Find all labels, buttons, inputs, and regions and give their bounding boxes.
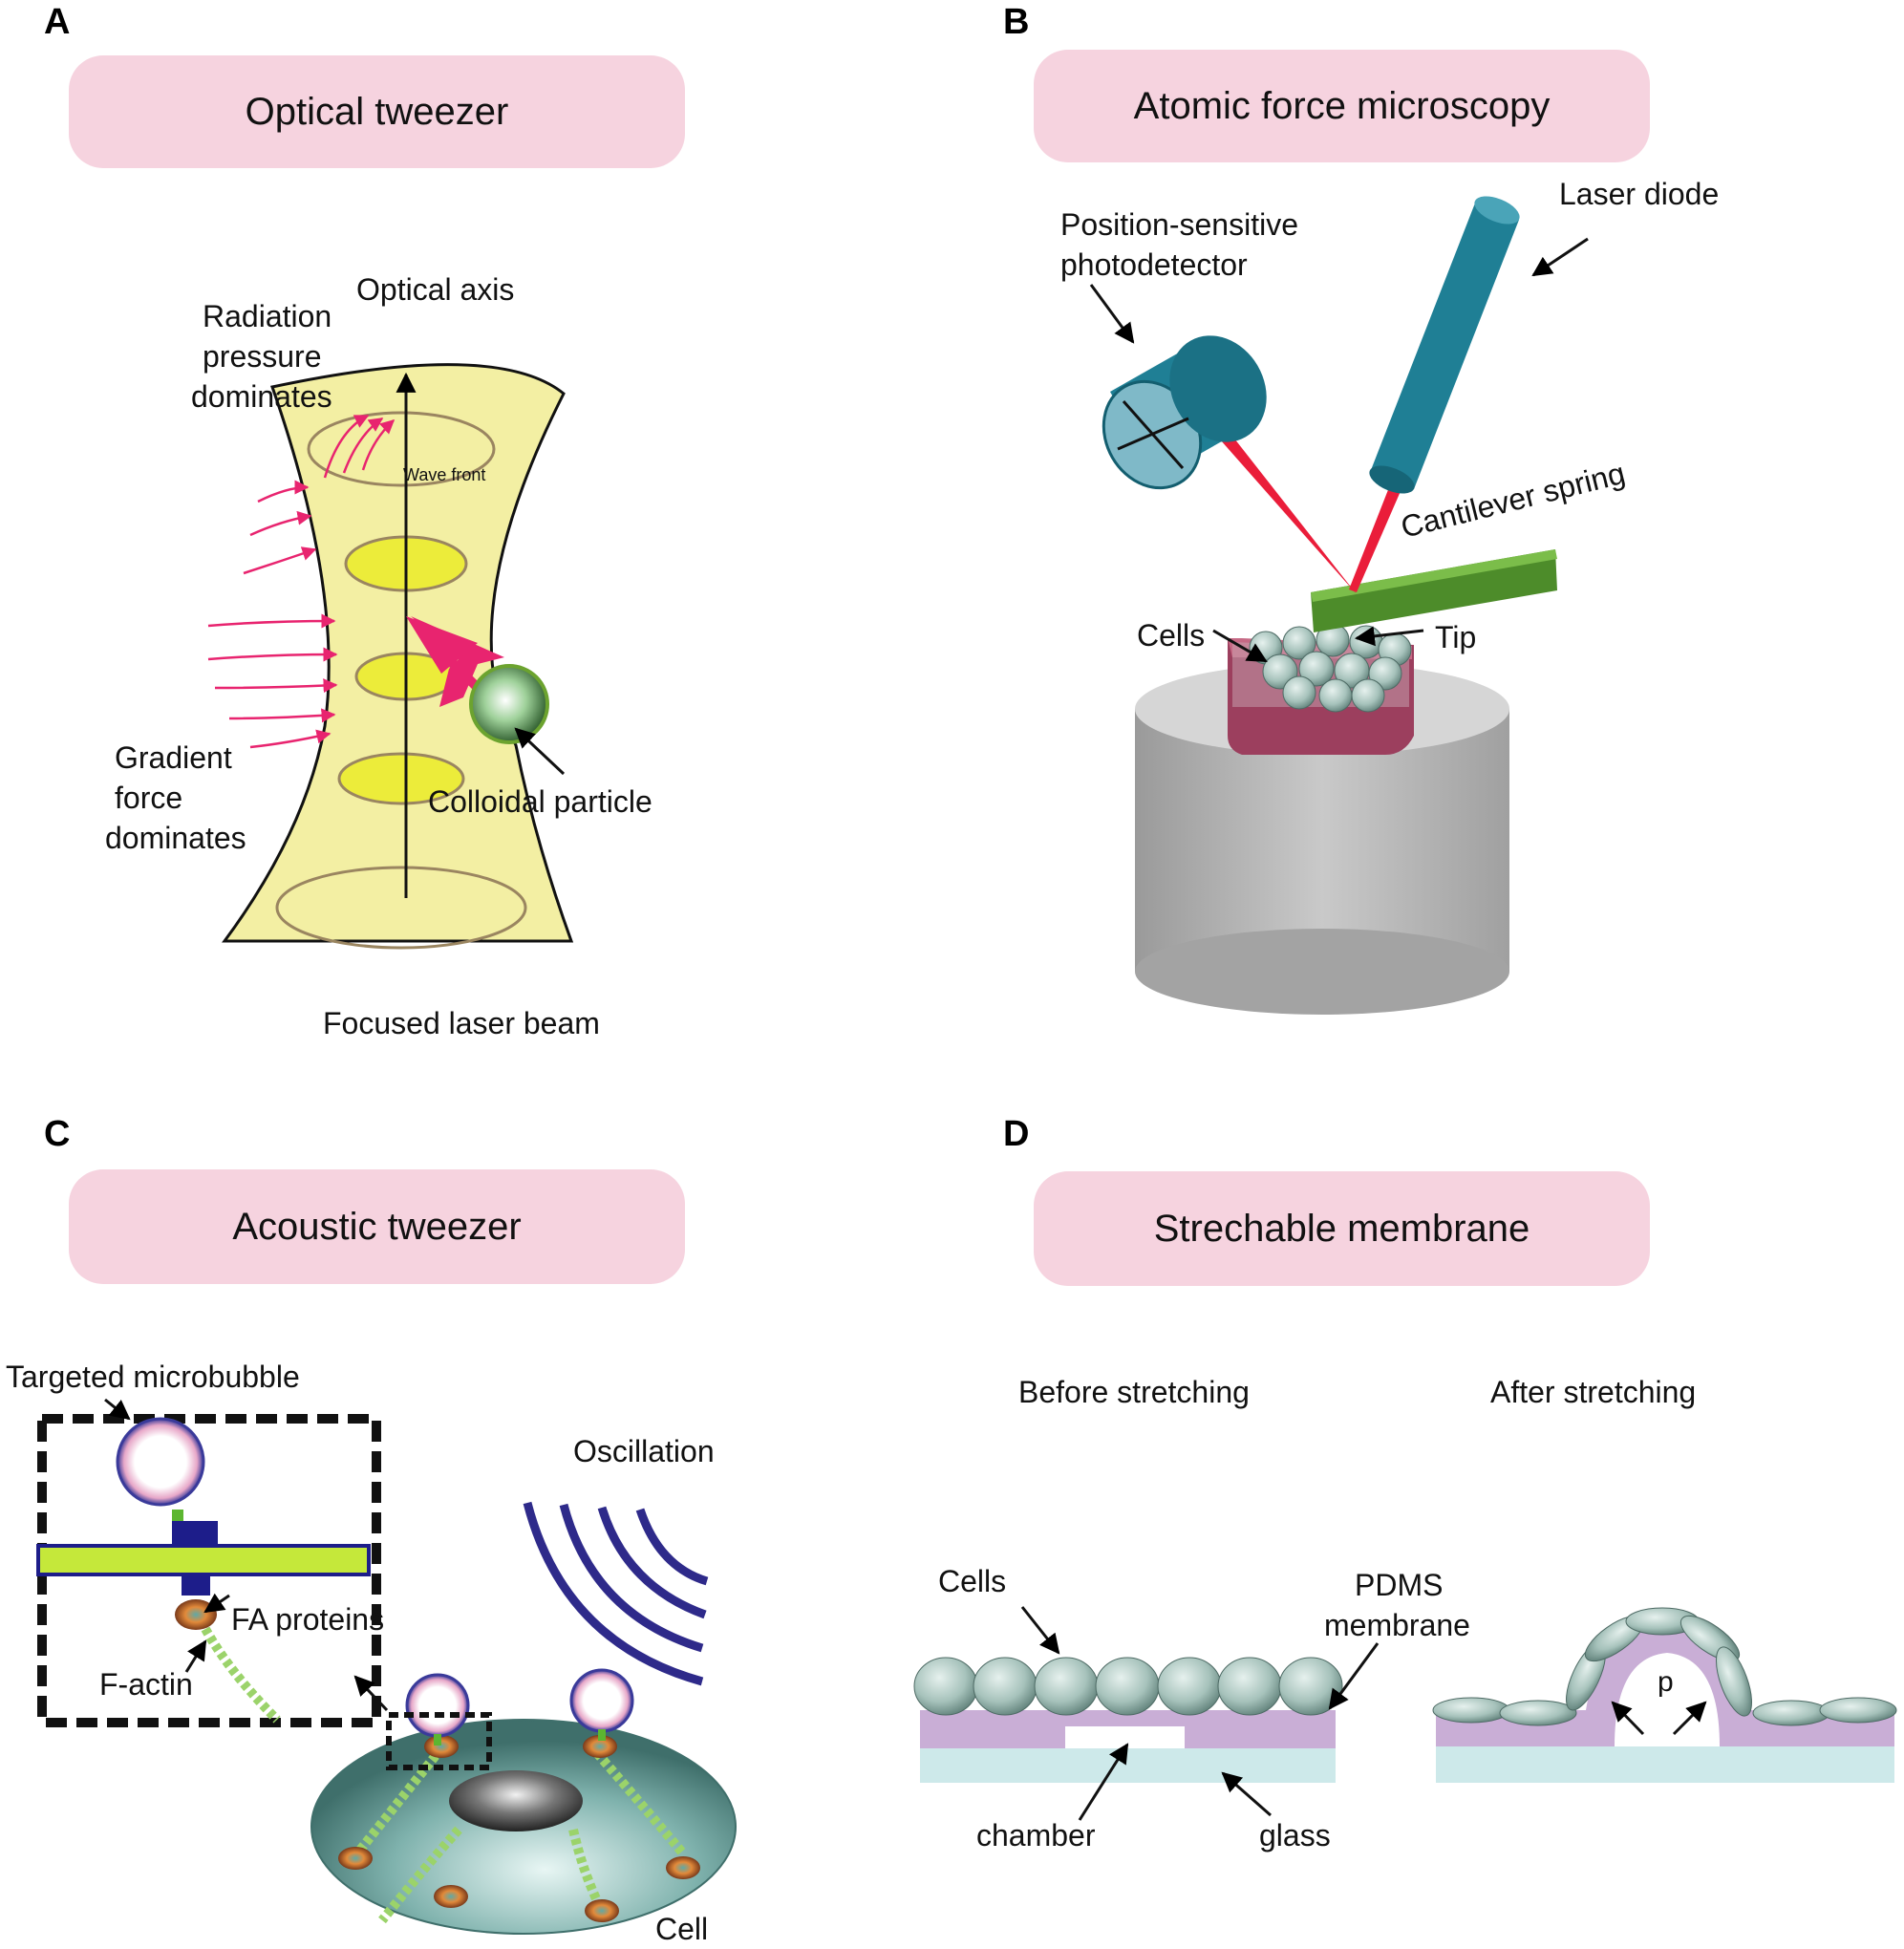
- label-laser-diode: Laser diode: [1559, 177, 1720, 211]
- label-chamber: chamber: [976, 1818, 1096, 1853]
- label-colloidal-particle: Colloidal particle: [428, 784, 652, 819]
- panel-d-graphics: [913, 1606, 1897, 1821]
- panel-a-graphics: [207, 363, 574, 950]
- label-pressure-p: p: [1658, 1666, 1674, 1698]
- label-psd-1: Position-sensitive: [1060, 207, 1298, 242]
- panel-c-title: Acoustic tweezer: [69, 1169, 685, 1284]
- panel-c-graphics: [36, 1398, 737, 1935]
- label-pdms-2: membrane: [1324, 1608, 1470, 1642]
- label-glass: glass: [1259, 1818, 1331, 1853]
- inset-dashed-box: [37, 1414, 381, 1727]
- label-radiation-1: Radiation: [203, 299, 332, 333]
- panel-letter-d: D: [1003, 1114, 1030, 1154]
- label-cells-afm: Cells: [1137, 618, 1206, 653]
- cells-before: [913, 1657, 1343, 1716]
- label-gradient-3: dominates: [105, 821, 246, 855]
- panel-a-title: Optical tweezer: [69, 55, 685, 168]
- panel-b-title: Atomic force microscopy: [1034, 50, 1650, 162]
- cantilever-spring: [1311, 549, 1557, 632]
- label-fa-proteins: FA proteins: [231, 1602, 385, 1637]
- label-before-stretching: Before stretching: [1018, 1375, 1250, 1409]
- label-oscillation: Oscillation: [573, 1434, 715, 1468]
- chamber-before: [1065, 1726, 1185, 1748]
- label-targeted-microbubble: Targeted microbubble: [6, 1360, 300, 1394]
- label-psd-2: photodetector: [1060, 247, 1248, 282]
- label-radiation-2: pressure: [203, 339, 322, 374]
- label-cells-membrane: Cells: [938, 1564, 1007, 1598]
- oscillation-waves: [523, 1501, 709, 1686]
- label-radiation-3: dominates: [191, 379, 332, 414]
- fa-proteins-dots: [338, 1735, 700, 1922]
- glass-after: [1436, 1746, 1894, 1783]
- label-wave-front: Wave front: [403, 465, 486, 484]
- chamber-after: [1615, 1653, 1720, 1746]
- membrane-bar: [36, 1544, 371, 1576]
- label-gradient-2: force: [115, 781, 183, 815]
- glass-before: [920, 1748, 1336, 1783]
- label-after-stretching: After stretching: [1490, 1375, 1697, 1409]
- laser-beam-incident: [1349, 478, 1404, 592]
- photodetector-cylinder: [1102, 335, 1267, 490]
- wave-front-disc: [307, 411, 496, 487]
- label-f-actin: F-actin: [99, 1667, 193, 1702]
- label-focused-laser-beam: Focused laser beam: [323, 1006, 600, 1040]
- label-optical-axis: Optical axis: [356, 272, 515, 307]
- label-tip: Tip: [1435, 620, 1477, 654]
- colloidal-particle: [469, 664, 549, 744]
- panel-b-graphics: [1089, 196, 1589, 1015]
- panel-d-title: Strechable membrane: [1034, 1171, 1650, 1286]
- cell-nucleus: [449, 1770, 583, 1831]
- label-gradient-1: Gradient: [115, 740, 232, 775]
- cells-after: [1432, 1607, 1897, 1726]
- beam-disc-4: [275, 866, 527, 950]
- panel-letter-b: B: [1003, 2, 1030, 42]
- beam-disc-3: [337, 752, 465, 805]
- panel-letter-c: C: [44, 1114, 71, 1154]
- laser-diode-cylinder: [1369, 196, 1520, 494]
- label-pdms-1: PDMS: [1355, 1568, 1444, 1602]
- label-cell: Cell: [655, 1912, 709, 1946]
- panel-letter-a: A: [44, 2, 71, 42]
